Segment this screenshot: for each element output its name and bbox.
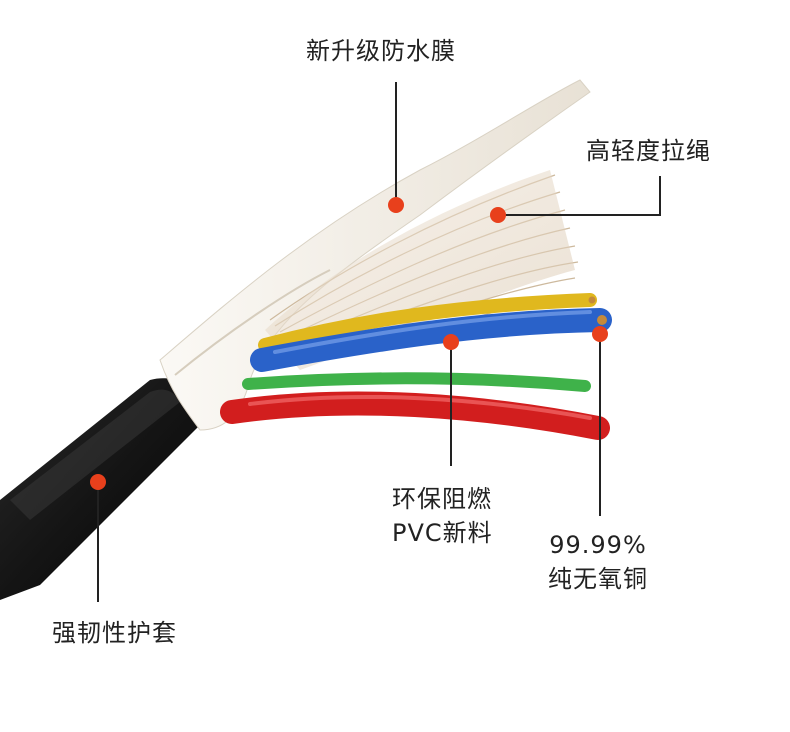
wire-yellow	[258, 293, 597, 352]
label-tensile-rope: 高轻度拉绳	[586, 137, 711, 165]
label-copper-core: 99.99% 纯无氧铜	[548, 528, 648, 596]
marker-rope	[490, 207, 506, 223]
label-pvc-insulation: 环保阻燃 PVC新料	[392, 482, 493, 550]
copper-tip-yellow	[588, 296, 596, 304]
outer-jacket	[0, 378, 205, 600]
leader-rope	[498, 176, 661, 216]
label-pvc-line-1: 环保阻燃	[392, 485, 492, 513]
wire-blue-shine	[273, 310, 592, 354]
marker-pvc	[443, 334, 459, 350]
wire-red	[220, 391, 610, 440]
label-copper-line-1: 99.99%	[549, 531, 647, 559]
film-fold	[174, 269, 331, 376]
jacket-highlight	[10, 389, 180, 520]
wire-blue	[250, 308, 612, 372]
label-pvc-line-2: PVC新料	[392, 519, 493, 547]
label-waterproof-film: 新升级防水膜	[306, 37, 456, 65]
marker-dots	[90, 197, 608, 490]
leader-lines	[97, 82, 661, 602]
wire-green	[242, 372, 591, 392]
wire-red-shine	[248, 394, 592, 420]
marker-jacket	[90, 474, 106, 490]
marker-copper	[592, 326, 608, 342]
copper-tip-blue	[597, 315, 607, 325]
label-outer-jacket: 强韧性护套	[52, 619, 177, 647]
marker-film	[388, 197, 404, 213]
label-copper-line-2: 纯无氧铜	[548, 565, 648, 593]
